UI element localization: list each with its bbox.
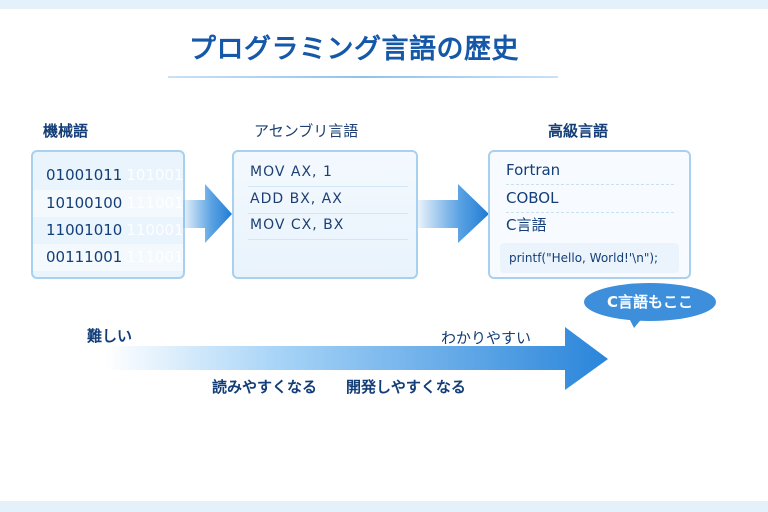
high-level-language-label: 高級言語 — [548, 122, 609, 140]
title-underline — [168, 76, 558, 78]
assembly-row: MOV AX, 1 — [248, 159, 408, 187]
language-item-fortran: Fortran — [506, 157, 674, 185]
bottom-band — [0, 501, 768, 512]
binary-ghost: 110001 — [126, 221, 184, 239]
benefit-develop: 開発しやすくなる — [346, 378, 466, 396]
difficult-label: 難しい — [87, 327, 133, 345]
machine-language-label: 機械語 — [43, 122, 89, 140]
progress-arrow — [105, 327, 608, 390]
language-item-c: C言語 — [506, 216, 547, 234]
assembly-language-label: アセンブリ言語 — [254, 122, 359, 140]
language-item-cobol: COBOL — [506, 185, 674, 213]
high-level-language-box: Fortran COBOL C言語 printf("Hello, World!'… — [488, 150, 691, 279]
easy-label: わかりやすい — [441, 329, 532, 347]
top-band — [0, 0, 768, 9]
binary-code: 00111001 — [46, 248, 123, 266]
binary-code: 01001011 — [46, 166, 123, 184]
code-sample: printf("Hello, World!'\n"); — [500, 243, 679, 273]
benefit-readable: 読みやすくなる — [212, 378, 318, 396]
assembly-row: ADD BX, AX — [248, 186, 408, 214]
binary-code: 10100100 — [46, 194, 123, 212]
assembly-language-box: MOV AX, 1 ADD BX, AX MOV CX, BX — [232, 150, 418, 279]
arrow-right-icon — [183, 184, 232, 243]
page-title: プログラミング言語の歴史 — [189, 34, 519, 65]
binary-ghost: 101001 — [126, 166, 184, 184]
callout-bubble: C言語もここ — [584, 283, 716, 321]
arrow-right-icon — [418, 184, 489, 243]
binary-ghost: 111001 — [126, 248, 184, 266]
binary-ghost: 111001 — [126, 194, 184, 212]
binary-code: 11001010 — [46, 221, 123, 239]
assembly-row: MOV CX, BX — [248, 212, 408, 240]
